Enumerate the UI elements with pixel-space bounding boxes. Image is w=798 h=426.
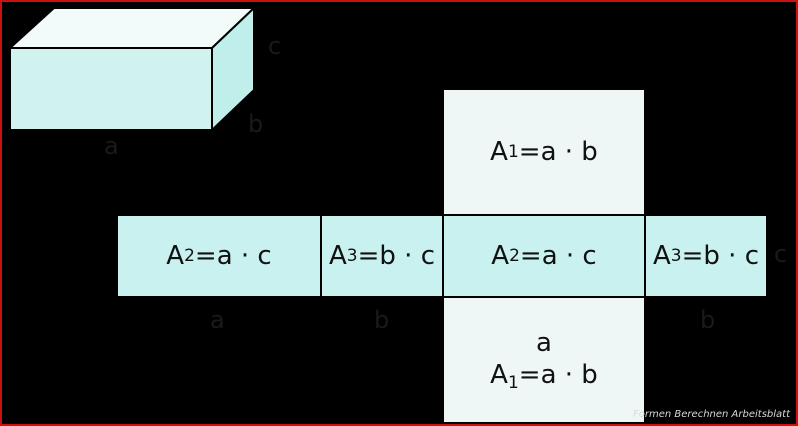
left-face-prefix: A (166, 241, 185, 271)
cuboid-front-face (9, 47, 213, 131)
left-side-face-subscript: 3 (346, 246, 358, 266)
right-face-prefix: A (652, 241, 671, 271)
left-side-face-prefix: A (328, 241, 347, 271)
center-face-subscript: 2 (509, 246, 520, 266)
right-face-formula: =b · c (681, 241, 759, 271)
bottom-face-subscript: 1 (507, 372, 519, 393)
cuboid-label-c: c (268, 32, 282, 60)
left-side-face-formula: =b · c (357, 241, 435, 271)
net-bottom-face: a A1=a · b (442, 296, 646, 424)
cuboid-illustration (7, 5, 257, 133)
left-face-subscript: 2 (184, 246, 195, 266)
net-label-a: a (210, 306, 225, 334)
bottom-face-label-a: a (536, 327, 552, 358)
top-face-subscript: 1 (507, 142, 519, 162)
watermark: Formen Berechnen Arbeitsblatt (633, 409, 790, 420)
left-face-formula: =a · c (194, 241, 272, 271)
top-face-formula: =a · b (518, 137, 598, 167)
cuboid-label-a: a (104, 132, 119, 160)
cuboid-label-b: b (248, 110, 264, 138)
center-face-prefix: A (491, 241, 510, 271)
net-label-b: b (374, 306, 390, 334)
net-label-c: c (774, 240, 788, 268)
bottom-face-prefix: A (490, 359, 508, 390)
net-label-b-right: b (700, 306, 716, 334)
right-face-subscript: 3 (670, 246, 682, 266)
center-face-formula: =a · c (519, 241, 597, 271)
top-face-prefix: A (490, 137, 508, 167)
bottom-face-area: A1=a · b (490, 360, 598, 393)
bottom-face-formula: =a · b (518, 359, 598, 390)
